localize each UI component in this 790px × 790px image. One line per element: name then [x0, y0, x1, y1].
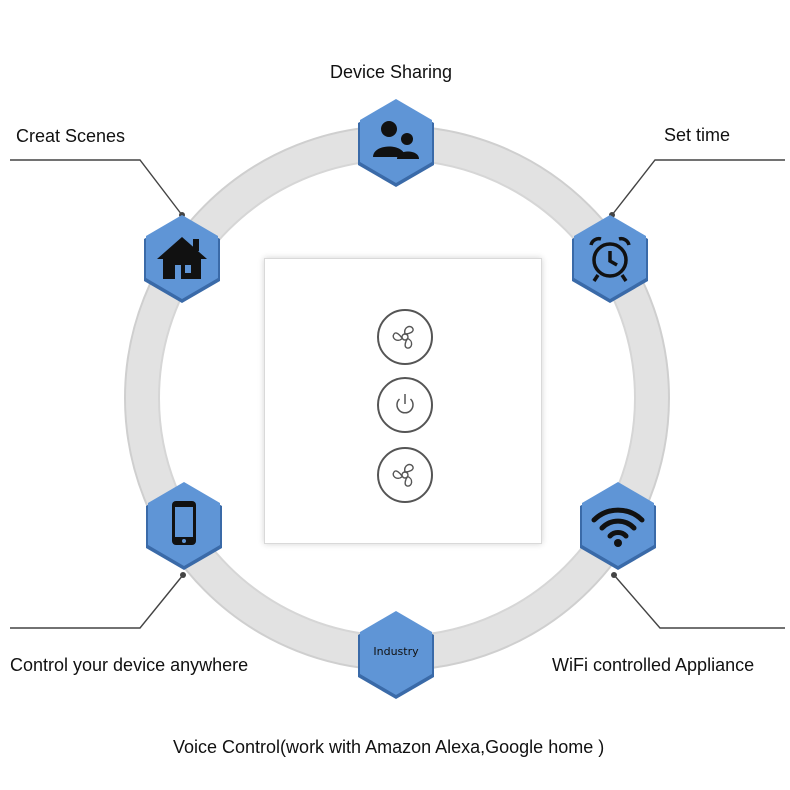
wifi-icon [591, 507, 645, 539]
switch-panel [264, 258, 542, 544]
connector-control-anywhere [10, 574, 184, 629]
label-device-sharing: Device Sharing [330, 62, 453, 82]
industry-badge-label: Industry [373, 645, 419, 658]
fan-icon [392, 463, 414, 487]
device-sharing-hex [351, 99, 441, 189]
connector-set-time [611, 159, 785, 216]
power-button[interactable] [377, 377, 433, 433]
wifi-hex [573, 482, 663, 572]
creat-scenes-hex [137, 215, 227, 305]
industry-hex: Industry [351, 611, 441, 701]
connector-creat-scenes [10, 159, 183, 216]
label-voice-control: Voice Control(work with Amazon Alexa,Goo… [173, 737, 605, 757]
set-time-hex [565, 215, 655, 305]
control-anywhere-hex [139, 482, 229, 572]
label-control-anywhere: Control your device anywhere [10, 655, 249, 675]
house-icon [157, 237, 207, 279]
connector-wifi [613, 574, 785, 629]
smartphone-icon [172, 501, 196, 545]
label-creat-scenes: Creat Scenes [16, 126, 126, 146]
label-wifi-appliance: WiFi controlled Appliance [552, 655, 755, 675]
fan-icon [392, 325, 414, 349]
fan-speed-down-button[interactable] [377, 447, 433, 503]
people-icon [373, 121, 419, 159]
alarm-clock-icon [589, 236, 631, 282]
power-icon [396, 394, 414, 414]
label-set-time: Set time [664, 125, 731, 145]
fan-speed-up-button[interactable] [377, 309, 433, 365]
